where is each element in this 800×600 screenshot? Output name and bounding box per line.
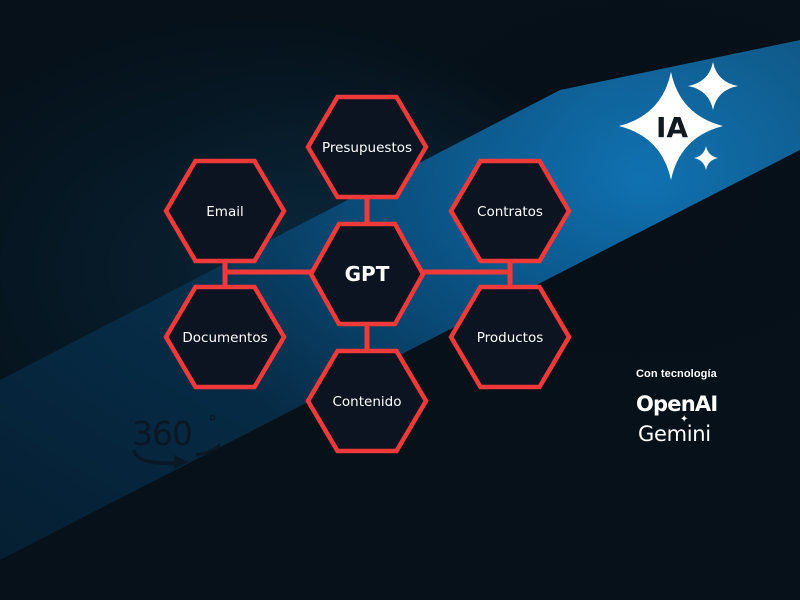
ia-badge: IA — [619, 62, 738, 180]
logo-360-text: 360 — [132, 414, 192, 453]
hex-node-lower-right: Productos — [448, 284, 572, 390]
hex-label-upper-right: Contratos — [477, 204, 543, 220]
logo-360-degree: ° — [208, 412, 217, 433]
star-small-icon — [688, 62, 738, 110]
arrow-head-icon — [174, 455, 188, 469]
hex-node-lower-left: Documentos — [163, 284, 287, 390]
openai-logo: OpenAI — [636, 392, 718, 416]
gemini-logo-text: Gemini — [638, 422, 711, 446]
powered-by: Con tecnología OpenAI Gemini ✦ — [636, 368, 718, 446]
hex-node-bottom: Contenido — [305, 348, 429, 454]
star-icon — [619, 72, 723, 180]
arrow-orbit-icon — [132, 449, 178, 465]
hex-shape — [163, 158, 287, 264]
hex-label-lower-left: Documentos — [182, 330, 267, 346]
hex-label-center: GPT — [345, 262, 390, 286]
hex-label-lower-right: Productos — [477, 330, 544, 346]
hex-label-upper-left: Email — [206, 204, 243, 220]
star-tiny-icon — [694, 146, 718, 170]
ia-badge-text: IA — [656, 111, 688, 144]
hex-label-bottom: Contenido — [333, 394, 402, 410]
hex-node-upper-left: Email — [163, 158, 287, 264]
powered-by-title: Con tecnología — [636, 368, 717, 380]
hex-shape — [305, 348, 429, 454]
hex-shape — [305, 94, 429, 200]
logo-360: 360 ° — [132, 412, 222, 469]
hex-label-top: Presupuestos — [322, 140, 412, 156]
sparkle-icon: ✦ — [680, 414, 689, 425]
hex-shape — [448, 158, 572, 264]
hex-shape — [448, 284, 572, 390]
hex-node-top: Presupuestos — [305, 94, 429, 200]
hex-shape — [163, 284, 287, 390]
hex-shape — [308, 221, 426, 327]
gemini-logo: Gemini ✦ — [638, 414, 717, 446]
connectors — [222, 197, 513, 350]
hex-node-upper-right: Contratos — [448, 158, 572, 264]
hex-node-center: GPT — [308, 221, 426, 327]
